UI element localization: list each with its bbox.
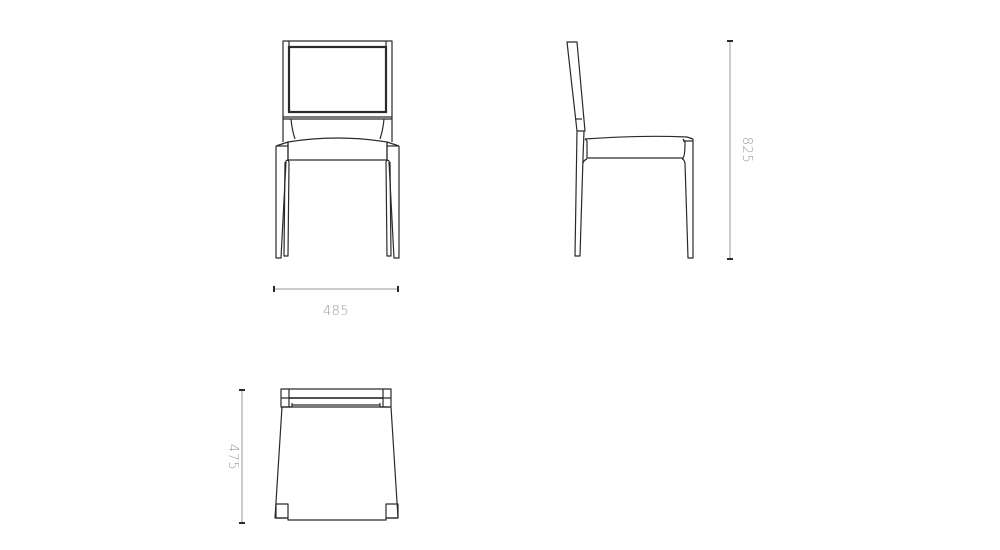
width-dimension: 485 <box>273 286 399 319</box>
front-view <box>275 40 400 259</box>
backrest-frame <box>282 40 393 118</box>
depth-value: 475 <box>225 444 240 470</box>
top-seat <box>274 406 399 521</box>
backrest-panel <box>287 45 388 114</box>
front-leg-left <box>275 503 289 519</box>
height-value: 825 <box>739 137 754 163</box>
side-backrest <box>566 41 586 132</box>
front-leg-right <box>385 503 399 519</box>
side-view <box>566 41 694 259</box>
top-view <box>274 388 399 521</box>
height-dimension: 825 <box>727 40 754 260</box>
depth-dimension: 475 <box>225 389 245 524</box>
width-value: 485 <box>323 304 349 319</box>
